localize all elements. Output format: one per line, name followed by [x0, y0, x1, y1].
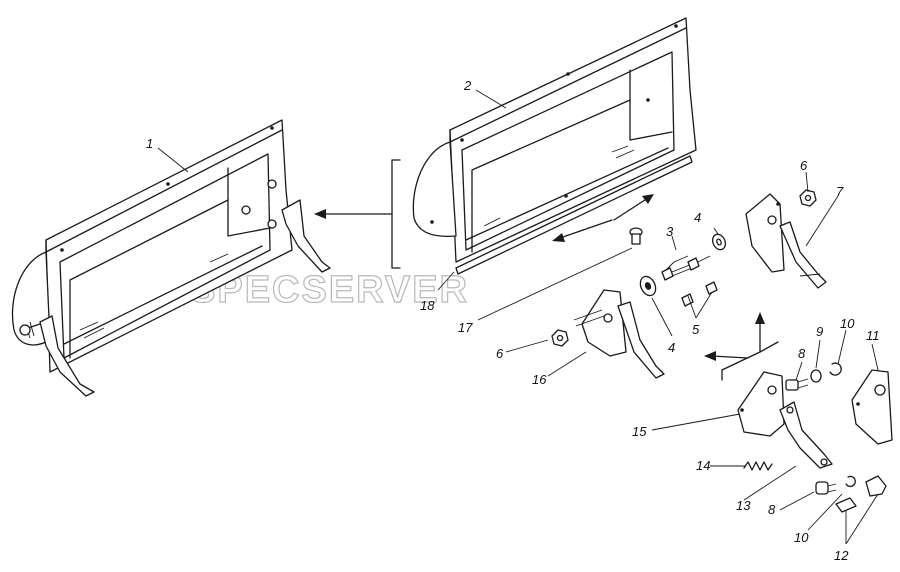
callout-4-lower: 4	[668, 340, 675, 355]
part-8-bolt-lower	[815, 481, 837, 495]
part-2-glove-box	[412, 17, 697, 263]
callout-17: 17	[458, 320, 473, 335]
callout-5: 5	[692, 322, 700, 337]
part-4-washer-upper	[711, 233, 727, 251]
callout-9: 9	[816, 324, 823, 339]
part-13-lever	[779, 401, 833, 469]
callout-11: 11	[866, 328, 880, 343]
part-6-nut-lower	[551, 329, 569, 347]
part-10-spring-washer-lower	[845, 475, 856, 488]
callout-7: 7	[836, 184, 844, 199]
part-4-washer-lower	[639, 275, 657, 297]
callout-6-lower: 6	[496, 346, 504, 361]
part-9-spacer	[810, 369, 822, 383]
part-16-hinge-bracket-left	[573, 289, 665, 379]
callout-labels: 1 2 3 4 4 5 6 6 7 8 8 9 10 10 11 12 13 1…	[146, 78, 880, 563]
callout-18: 18	[420, 298, 435, 313]
callout-10-upper: 10	[840, 316, 855, 331]
callout-1: 1	[146, 136, 153, 151]
callout-8-lower: 8	[768, 502, 776, 517]
callout-15: 15	[632, 424, 647, 439]
part-8-bolt-upper	[785, 378, 809, 391]
callout-13: 13	[736, 498, 751, 513]
callout-2: 2	[463, 78, 472, 93]
callout-8-upper: 8	[798, 346, 806, 361]
callout-4-upper: 4	[694, 210, 701, 225]
callout-16: 16	[532, 372, 547, 387]
callout-6-upper: 6	[800, 158, 808, 173]
assembly-arrows	[314, 159, 779, 381]
part-14-spring	[743, 461, 773, 471]
callout-14: 14	[696, 458, 710, 473]
callout-12: 12	[834, 548, 849, 563]
part-15-small-bracket	[737, 371, 785, 437]
part-17-bolt	[629, 227, 643, 245]
callout-10-lower: 10	[794, 530, 809, 545]
callout-3: 3	[666, 224, 674, 239]
part-1-glove-box-assembled	[11, 119, 331, 397]
part-6-nut-upper	[799, 189, 817, 207]
part-12-clips	[835, 475, 887, 513]
part-3-screws	[661, 255, 718, 307]
part-7-hinge-bracket-right	[745, 193, 827, 289]
part-10-spring-washer-upper	[829, 362, 842, 376]
part-11-plate	[851, 369, 893, 445]
leader-lines	[157, 89, 879, 545]
part-18-seal-strip	[455, 155, 693, 275]
